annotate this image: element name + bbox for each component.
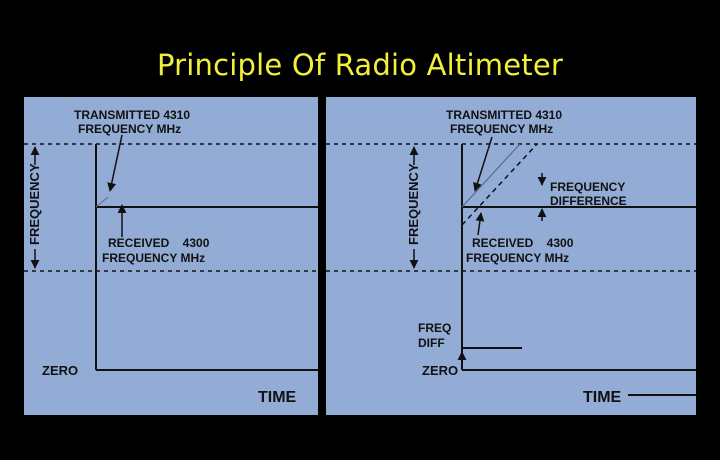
freq-diff-label-line1: FREQ: [418, 321, 451, 335]
right-diagram: FREQUENCY TRANSMITTED 4310 FREQUENCY MHz…: [326, 108, 696, 406]
transmitted-label-line1: TRANSMITTED 4310: [74, 108, 190, 122]
received-label-line1: RECEIVED 4300: [108, 236, 210, 250]
slide-title: Principle Of Radio Altimeter: [157, 48, 563, 82]
received-label-line2: FREQUENCY MHz: [102, 251, 205, 265]
difference-label-line1: FREQUENCY: [550, 180, 625, 194]
transmitted-sweep-line: [461, 143, 521, 208]
time-label: TIME: [583, 389, 622, 406]
left-diagram-panel: FREQUENCY TRANSMITTED 4310 FREQUENCY MHz…: [24, 97, 318, 415]
received-sweep-dashed-line: [461, 143, 538, 226]
transmitted-slope-line: [95, 196, 109, 208]
time-label: TIME: [258, 389, 297, 406]
received-label-line2: FREQUENCY MHz: [466, 251, 569, 265]
right-diagram-panel: FREQUENCY TRANSMITTED 4310 FREQUENCY MHz…: [326, 97, 696, 415]
left-diagram: FREQUENCY TRANSMITTED 4310 FREQUENCY MHz…: [24, 108, 318, 406]
freq-diff-label-line2: DIFF: [418, 336, 445, 350]
zero-label: ZERO: [422, 363, 458, 378]
transmitted-label-line1: TRANSMITTED 4310: [446, 108, 562, 122]
transmitted-label-line2: FREQUENCY MHz: [78, 122, 181, 136]
difference-label-line2: DIFFERENCE: [550, 194, 627, 208]
transmitted-pointer-arrow: [473, 136, 493, 192]
transmitted-label-line2: FREQUENCY MHz: [450, 122, 553, 136]
received-pointer-arrow: [475, 212, 485, 236]
transmitted-pointer-arrow: [107, 134, 123, 192]
zero-label: ZERO: [42, 363, 78, 378]
frequency-axis-label: FREQUENCY: [27, 163, 42, 245]
frequency-axis-label: FREQUENCY: [406, 163, 421, 245]
received-label-line1: RECEIVED 4300: [472, 236, 574, 250]
